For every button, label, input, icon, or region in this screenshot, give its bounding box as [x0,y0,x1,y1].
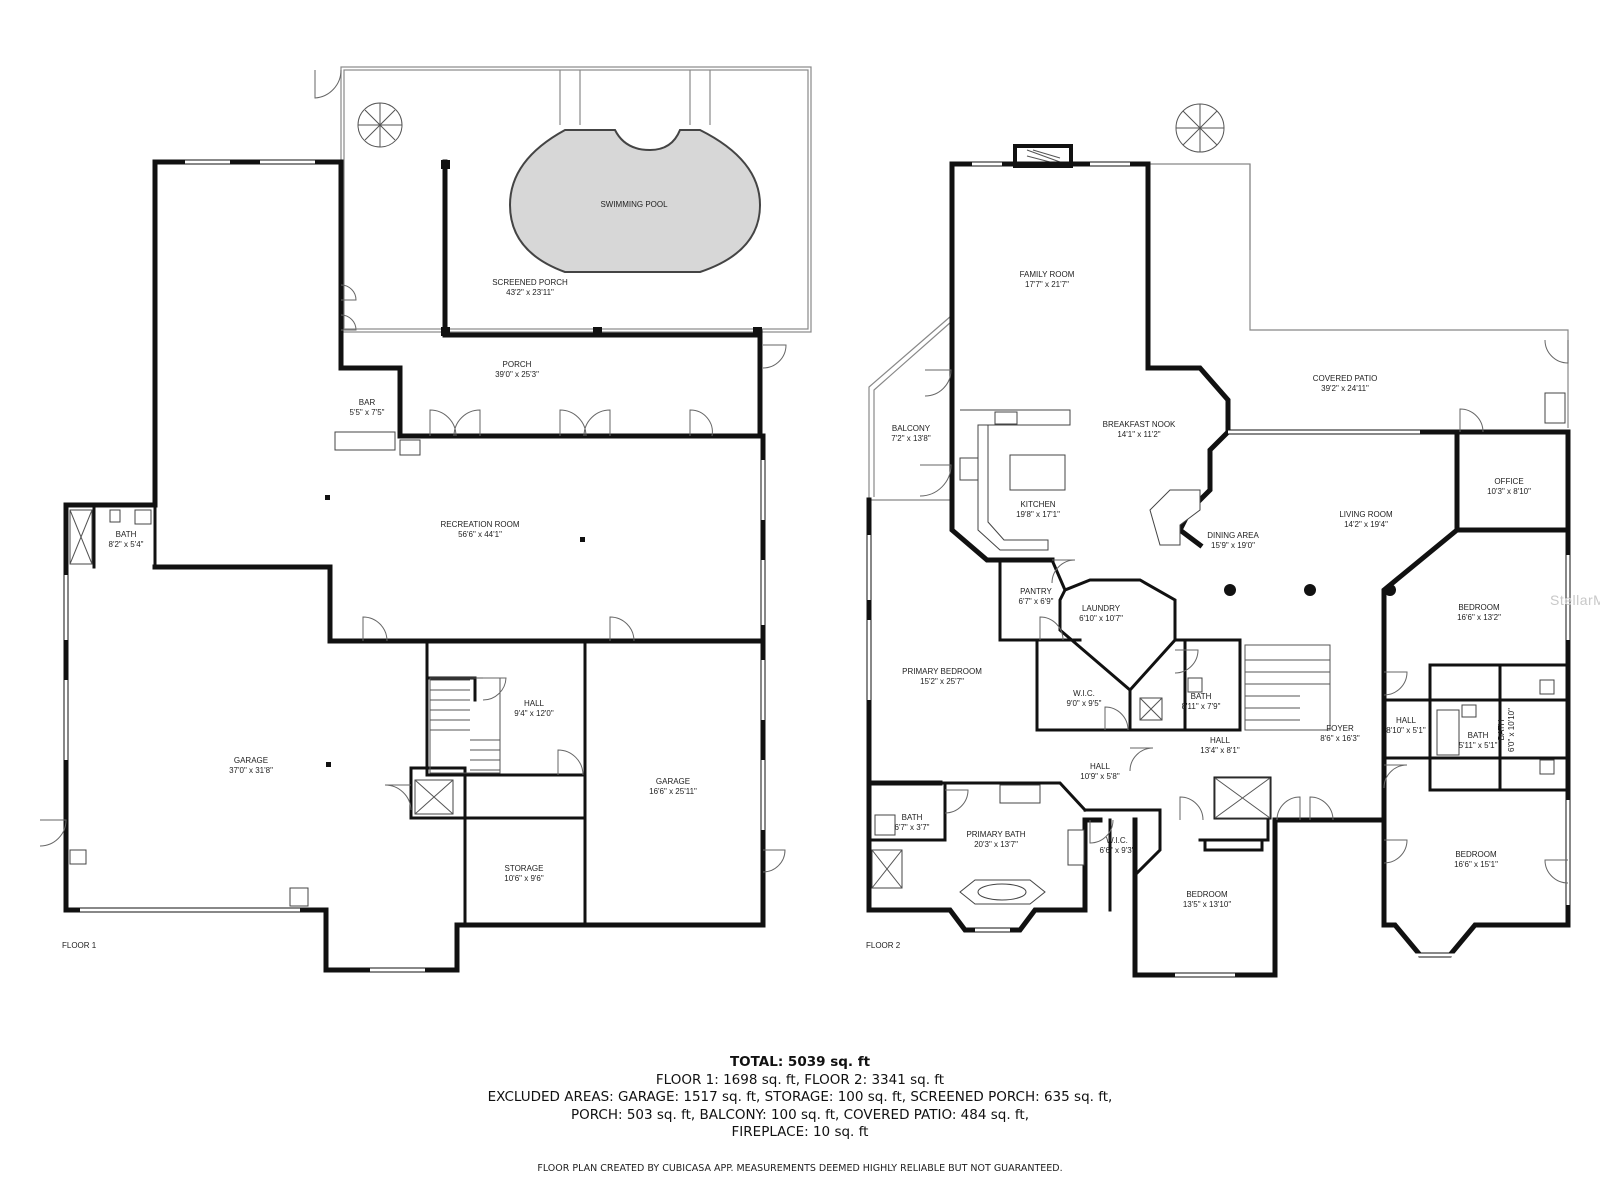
credit-disclaimer: FLOOR PLAN CREATED BY CUBICASA APP. MEAS… [537,1163,1063,1174]
watermark: StellarMLS [1550,592,1600,608]
floor-1-label: FLOOR 1 [62,941,97,950]
floor-2-label: FLOOR 2 [866,941,901,950]
summary-line-excluded-1: EXCLUDED AREAS: GARAGE: 1517 sq. ft, STO… [487,1089,1113,1105]
floor-2-plan [866,103,1571,978]
total-area: TOTAL: 5039 sq. ft [729,1054,871,1070]
room-label-swimming-pool: SWIMMING POOL [600,200,668,209]
summary-line-excluded-2: PORCH: 503 sq. ft, BALCONY: 100 sq. ft, … [570,1106,1030,1123]
summary-line-excluded-3: FIREPLACE: 10 sq. ft [731,1124,869,1140]
room-label-wic-1: W.I.C.9'0" x 9'5" [1066,689,1102,708]
summary-line-floors: FLOOR 1: 1698 sq. ft, FLOOR 2: 3341 sq. … [655,1071,945,1088]
floor-1-plan [39,66,812,973]
room-label-wic-2: W.I.C.6'6" x 9'3" [1099,836,1135,855]
area-summary: TOTAL: 5039 sq. ft FLOOR 1: 1698 sq. ft,… [0,1054,1600,1142]
